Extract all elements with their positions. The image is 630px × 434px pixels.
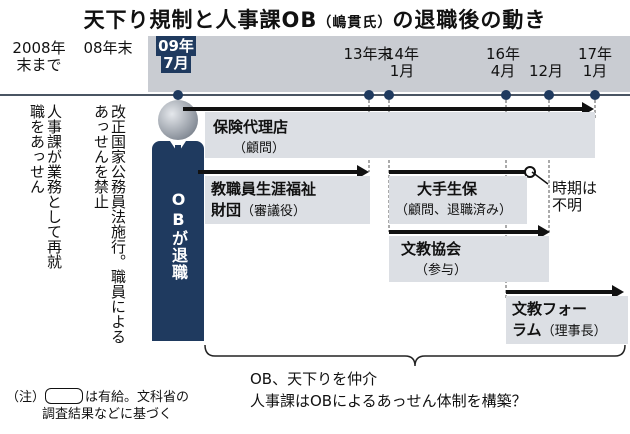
- timeline-dot: [364, 90, 374, 100]
- ob-person-body: [152, 141, 204, 341]
- diagram-title: 天下り規制と人事課OB（嶋貫氏）の退職後の動き: [0, 4, 630, 34]
- ob-person-head: [158, 100, 198, 140]
- pre-2008-description: 人事課が業務として再就職をあっせん: [28, 104, 63, 269]
- timeline-dot: [544, 90, 554, 100]
- date-16-12: 12月: [528, 62, 564, 80]
- timeline-dot: [173, 90, 183, 100]
- timeline-band: [148, 36, 630, 92]
- box-bunkyo-association: 文教協会 （参与）: [389, 236, 549, 282]
- footnote: （注）は有給。文科省の 調査結果などに基づく: [6, 388, 190, 422]
- timeline-dot: [384, 90, 394, 100]
- timeline-dot: [590, 90, 600, 100]
- unknown-timing-label: 時期は不明: [552, 179, 598, 214]
- rounded-box-legend: [45, 388, 84, 404]
- title-sub: （嶋貫氏）: [317, 15, 393, 31]
- unknown-leader-line: [531, 171, 549, 185]
- arrow-line: [389, 170, 525, 174]
- unknown-end-marker: [524, 166, 536, 178]
- arrow-line: [183, 107, 583, 111]
- tie: [175, 145, 181, 159]
- arrow-line: [198, 170, 358, 174]
- arrow-head: [612, 285, 624, 299]
- title-main: 天下り規制と人事課OB: [83, 8, 318, 32]
- box-welfare-foundation: 教職員生涯福祉 財団（審議役）: [205, 176, 370, 224]
- law-change-description: 改正国家公務員法施行。職員によるあっせんを禁止: [92, 104, 127, 344]
- arrow-head: [357, 165, 369, 179]
- arrow-head: [538, 225, 550, 239]
- box-insurance-agency: 保険代理店 （顧問）: [205, 112, 595, 158]
- date-13: 13年末: [343, 45, 393, 63]
- date-2008: 2008年末まで: [12, 39, 66, 74]
- date-09-7: 09年 7月: [156, 36, 196, 73]
- box-life-insurer: 大手生保 （顧問、退職済み）: [389, 176, 527, 224]
- arrow-line: [389, 230, 539, 234]
- timeline-axis: [0, 94, 630, 96]
- ob-retired-label: OBが退職: [169, 190, 188, 281]
- summary-text: OB、天下りを仲介 人事課はOBによるあっせん体制を構築？: [250, 370, 527, 410]
- timeline-dot: [501, 90, 511, 100]
- date-08: 08年末: [83, 39, 133, 57]
- title-tail: の退職後の動き: [392, 8, 547, 32]
- arrow-line: [506, 290, 616, 294]
- box-bunkyo-forum: 文教フォー ラム（理事長）: [506, 296, 628, 344]
